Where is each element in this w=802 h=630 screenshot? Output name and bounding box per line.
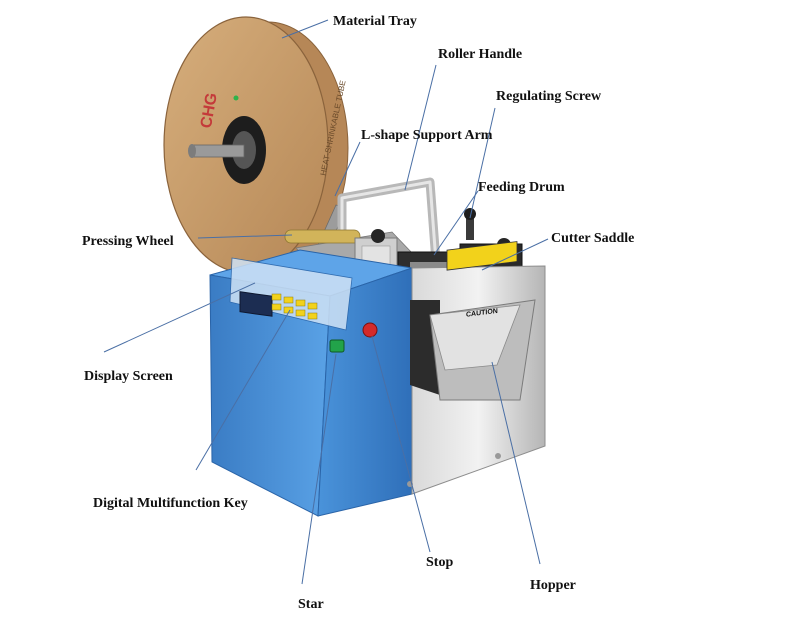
label-hopper: Hopper	[530, 578, 576, 593]
label-pressing-wheel: Pressing Wheel	[82, 234, 174, 249]
cutter-housing: CAUTION	[407, 241, 546, 495]
leader-lines	[103, 19, 549, 585]
reel-dot	[233, 95, 239, 101]
leader-pressing-wheel	[197, 234, 293, 239]
reel-axle-end	[188, 144, 196, 158]
caution-text: CAUTION	[466, 308, 498, 319]
label-stop: Stop	[426, 555, 454, 570]
caution-sticker	[446, 241, 518, 271]
leader-material-tray	[281, 19, 329, 39]
leader-l-shape-support-arm	[334, 141, 361, 197]
knob-left	[371, 229, 385, 243]
label-digital-multifunction-key: Digital Multifunction Key	[93, 496, 248, 511]
leader-star	[301, 353, 337, 585]
display-screen	[239, 291, 273, 317]
control-panel	[229, 257, 353, 331]
reel-axle	[191, 144, 245, 158]
label-feeding-drum: Feeding Drum	[478, 180, 565, 195]
leader-stop	[371, 335, 431, 553]
leader-digital-multifunction-key	[195, 309, 291, 471]
digital-multifunction-key	[271, 293, 318, 320]
label-regulating-screw: Regulating Screw	[496, 89, 602, 104]
start-button[interactable]	[329, 339, 345, 353]
label-display-screen: Display Screen	[84, 369, 173, 384]
regulating-screw	[466, 216, 474, 240]
leader-hopper	[491, 361, 541, 565]
leader-roller-handle	[404, 64, 437, 191]
stop-button[interactable]	[362, 322, 378, 338]
label-star: Star	[298, 597, 324, 612]
pressing-wheel-bar	[284, 229, 361, 244]
leader-regulating-screw	[469, 107, 496, 219]
label-cutter-saddle: Cutter Saddle	[551, 231, 635, 246]
reel-logo: CHG	[198, 92, 221, 130]
machine-body	[209, 249, 413, 517]
label-l-shape-support-arm: L-shape Support Arm	[361, 128, 493, 143]
leader-cutter-saddle	[481, 238, 549, 271]
leader-feeding-drum	[433, 190, 479, 256]
material-tray: CHG HEAT-SHRINKABLE TUBE	[163, 16, 349, 275]
label-material-tray: Material Tray	[333, 14, 417, 29]
label-roller-handle: Roller Handle	[438, 47, 523, 62]
leader-display-screen	[103, 282, 256, 353]
